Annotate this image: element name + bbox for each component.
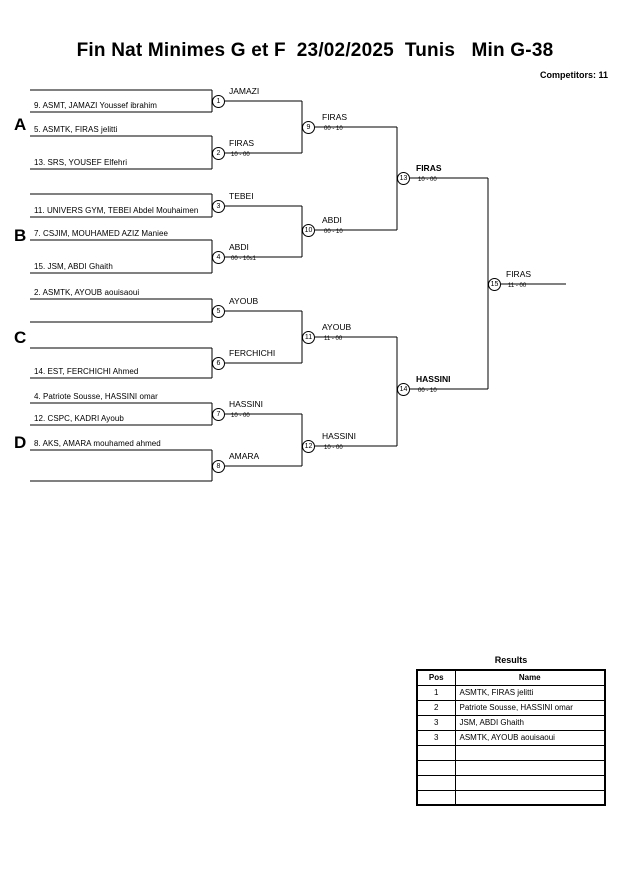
result-name: Patriote Sousse, HASSINI omar bbox=[454, 699, 606, 716]
results-header-row: Pos Name bbox=[416, 669, 606, 686]
match-number-8[interactable]: 8 bbox=[212, 460, 225, 473]
match-number-7[interactable]: 7 bbox=[212, 408, 225, 421]
match-number-10[interactable]: 10 bbox=[302, 224, 315, 237]
result-pos: 2 bbox=[416, 699, 456, 716]
entrant-label: 15. JSM, ABDI Ghaith bbox=[34, 262, 113, 271]
match-score-7: 10 - 00 bbox=[231, 413, 250, 419]
competitors-count: Competitors: 11 bbox=[539, 70, 608, 80]
entrant-label: 4. Patriote Sousse, HASSINI omar bbox=[34, 392, 158, 401]
match-number-13[interactable]: 13 bbox=[397, 172, 410, 185]
match-number-4[interactable]: 4 bbox=[212, 251, 225, 264]
section-letter-d: D bbox=[14, 433, 27, 452]
result-name: ASMTK, FIRAS jelitti bbox=[454, 684, 606, 701]
match-winner-14: HASSINI bbox=[416, 374, 451, 384]
match-number-5[interactable]: 5 bbox=[212, 305, 225, 318]
match-number-9[interactable]: 9 bbox=[302, 121, 315, 134]
result-pos bbox=[416, 774, 456, 791]
tournament-bracket: A B C D 9. ASMT, JAMAZI Youssef ibrahim … bbox=[14, 86, 566, 482]
entrant-label: 5. ASMTK, FIRAS jelitti bbox=[34, 125, 118, 134]
match-winner-6: FERCHICHI bbox=[229, 348, 276, 358]
match-number-15[interactable]: 15 bbox=[488, 278, 501, 291]
match-winner-2: FIRAS bbox=[229, 138, 255, 148]
table-row[interactable] bbox=[416, 744, 606, 761]
match-number-12[interactable]: 12 bbox=[302, 440, 315, 453]
match-winner-9: FIRAS bbox=[322, 112, 348, 122]
entrant-label: 13. SRS, YOUSEF Elfehri bbox=[34, 158, 128, 167]
table-row[interactable] bbox=[416, 789, 606, 806]
match-winner-1: JAMAZI bbox=[229, 86, 260, 96]
entrant-label: 7. CSJIM, MOUHAMED AZIZ Maniee bbox=[34, 229, 168, 238]
match-winner-13: FIRAS bbox=[416, 163, 442, 173]
match-score-12: 10 - 00 bbox=[324, 445, 343, 451]
results-panel: Results Pos Name 1 ASMTK, FIRAS jelitti … bbox=[416, 655, 606, 806]
match-score-15: 11 - 00 bbox=[508, 283, 527, 289]
match-winner-10: ABDI bbox=[322, 215, 342, 225]
match-score-2: 10 - 00 bbox=[231, 152, 250, 158]
result-pos: 3 bbox=[416, 729, 456, 746]
table-row[interactable]: 3 ASMTK, AYOUB aouisaoui bbox=[416, 729, 606, 746]
entrant-label: 11. UNIVERS GYM, TEBEI Abdel Mouhaimen bbox=[34, 206, 199, 215]
match-number-6[interactable]: 6 bbox=[212, 357, 225, 370]
result-name bbox=[454, 759, 606, 776]
match-winner-11: AYOUB bbox=[322, 322, 352, 332]
table-row[interactable]: 3 JSM, ABDI Ghaith bbox=[416, 714, 606, 731]
result-name bbox=[454, 774, 606, 791]
result-name: JSM, ABDI Ghaith bbox=[454, 714, 606, 731]
match-score-4: 00 - 10s1 bbox=[231, 256, 257, 262]
result-pos: 3 bbox=[416, 714, 456, 731]
result-name: ASMTK, AYOUB aouisaoui bbox=[454, 729, 606, 746]
results-table: Pos Name 1 ASMTK, FIRAS jelitti 2 Patrio… bbox=[416, 669, 606, 806]
bracket-lines bbox=[30, 89, 566, 482]
match-winner-5: AYOUB bbox=[229, 296, 259, 306]
results-body: 1 ASMTK, FIRAS jelitti 2 Patriote Sousse… bbox=[416, 684, 606, 806]
match-winner-15: FIRAS bbox=[506, 269, 532, 279]
results-col-name: Name bbox=[454, 669, 606, 686]
entrant-label: 2. ASMTK, AYOUB aouisaoui bbox=[34, 288, 140, 297]
match-score-13: 10 - 00 bbox=[418, 177, 437, 183]
match-number-11[interactable]: 11 bbox=[302, 331, 315, 344]
result-pos bbox=[416, 759, 456, 776]
match-winner-3: TEBEI bbox=[229, 191, 254, 201]
result-pos bbox=[416, 789, 456, 806]
result-pos bbox=[416, 744, 456, 761]
entrant-label: 9. ASMT, JAMAZI Youssef ibrahim bbox=[34, 101, 157, 110]
match-winner-7: HASSINI bbox=[229, 399, 264, 409]
results-col-pos: Pos bbox=[416, 669, 456, 686]
match-number-1[interactable]: 1 bbox=[212, 95, 225, 108]
section-letter-a: A bbox=[14, 115, 27, 134]
match-winner-4: ABDI bbox=[229, 242, 249, 252]
result-name bbox=[454, 744, 606, 761]
entrant-label: 14. EST, FERCHICHI Ahmed bbox=[34, 367, 139, 376]
match-score-11: 11 - 00 bbox=[324, 336, 343, 342]
entrant-label: 12. CSPC, KADRI Ayoub bbox=[34, 414, 124, 423]
section-letter-b: B bbox=[14, 226, 27, 245]
match-number-2[interactable]: 2 bbox=[212, 147, 225, 160]
match-score-14: 00 - 10 bbox=[418, 388, 437, 394]
entrant-label: 8. AKS, AMARA mouhamed ahmed bbox=[34, 439, 161, 448]
result-name bbox=[454, 789, 606, 806]
page-title: Fin Nat Minimes G et F 23/02/2025 Tunis … bbox=[76, 40, 554, 61]
results-title: Results bbox=[494, 655, 528, 665]
match-number-3[interactable]: 3 bbox=[212, 200, 225, 213]
result-pos: 1 bbox=[416, 684, 456, 701]
match-number-14[interactable]: 14 bbox=[397, 383, 410, 396]
match-winner-8: AMARA bbox=[229, 451, 260, 461]
match-score-9: 00 - 10 bbox=[324, 126, 343, 132]
match-score-10: 00 - 10 bbox=[324, 229, 343, 235]
table-row[interactable]: 2 Patriote Sousse, HASSINI omar bbox=[416, 699, 606, 716]
table-row[interactable]: 1 ASMTK, FIRAS jelitti bbox=[416, 684, 606, 701]
table-row[interactable] bbox=[416, 759, 606, 776]
table-row[interactable] bbox=[416, 774, 606, 791]
match-winner-12: HASSINI bbox=[322, 431, 357, 441]
section-letter-c: C bbox=[14, 328, 27, 347]
